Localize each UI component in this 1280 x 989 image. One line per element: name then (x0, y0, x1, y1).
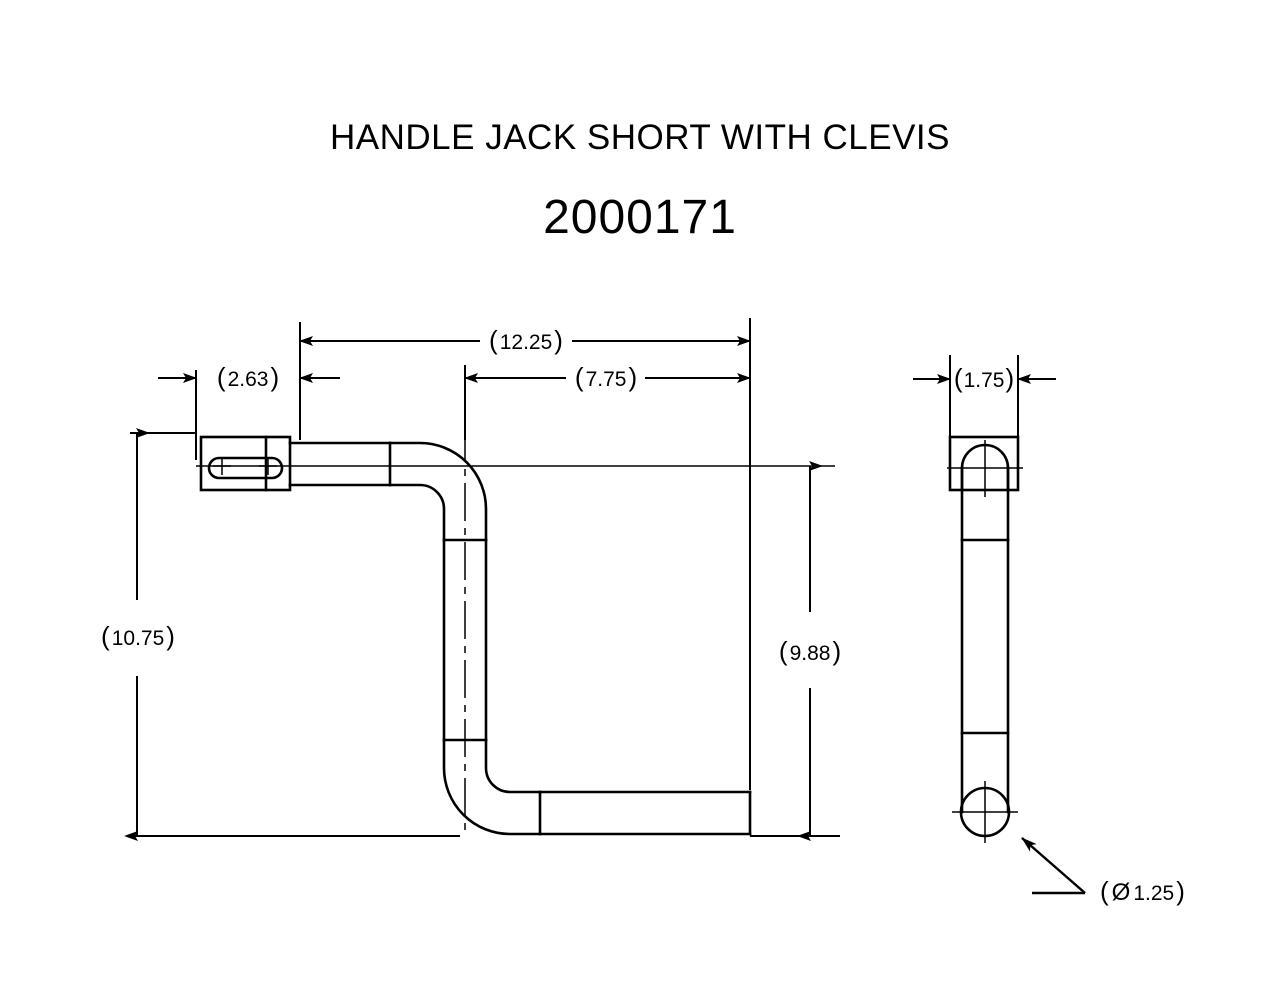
dim-value-1-75: 1.75 (964, 369, 1005, 392)
dim-value-2-63: 2.63 (228, 368, 269, 391)
dim-value-1-25: 1.25 (1133, 882, 1174, 905)
dim-value-7-75: 7.75 (586, 368, 627, 391)
side-tube-body (960, 466, 1010, 814)
front-view-centerlines (196, 365, 835, 836)
dim-label-9-88: (9.88) (779, 636, 841, 666)
side-view-part (948, 435, 1020, 838)
lower-horizontal-tube (538, 790, 752, 836)
dim-value-12-25: 12.25 (500, 331, 553, 354)
diameter-symbol: Ø (1112, 879, 1131, 906)
dim-label-12-25: (12.25) (489, 325, 563, 355)
side-view-extension-lines (949, 355, 1019, 440)
clevis-block (199, 435, 292, 492)
side-clevis-ears (948, 435, 1020, 492)
dim-value-10-75: 10.75 (112, 627, 165, 650)
front-view-part (199, 435, 752, 836)
upper-horizontal-tube (288, 441, 392, 487)
bottom-bend (442, 738, 542, 836)
dimension-labels: (12.25) (7.75) (2.63) (10.75) (9.88) (1.… (101, 325, 1185, 906)
dim-label-10-75: (10.75) (101, 621, 175, 651)
bore-leader-line (1021, 837, 1086, 895)
dim-value-9-88: 9.88 (790, 642, 831, 665)
dim-label-7-75: (7.75) (575, 362, 637, 392)
clevis-slot (207, 456, 284, 480)
top-bend (388, 441, 488, 542)
part-number: 2000171 (543, 191, 737, 244)
dim-label-1-75: (1.75) (954, 363, 1014, 393)
page-title: HANDLE JACK SHORT WITH CLEVIS (330, 118, 950, 157)
dim-label-2-63: (2.63) (217, 362, 279, 392)
side-view-centerlines (947, 440, 1023, 843)
